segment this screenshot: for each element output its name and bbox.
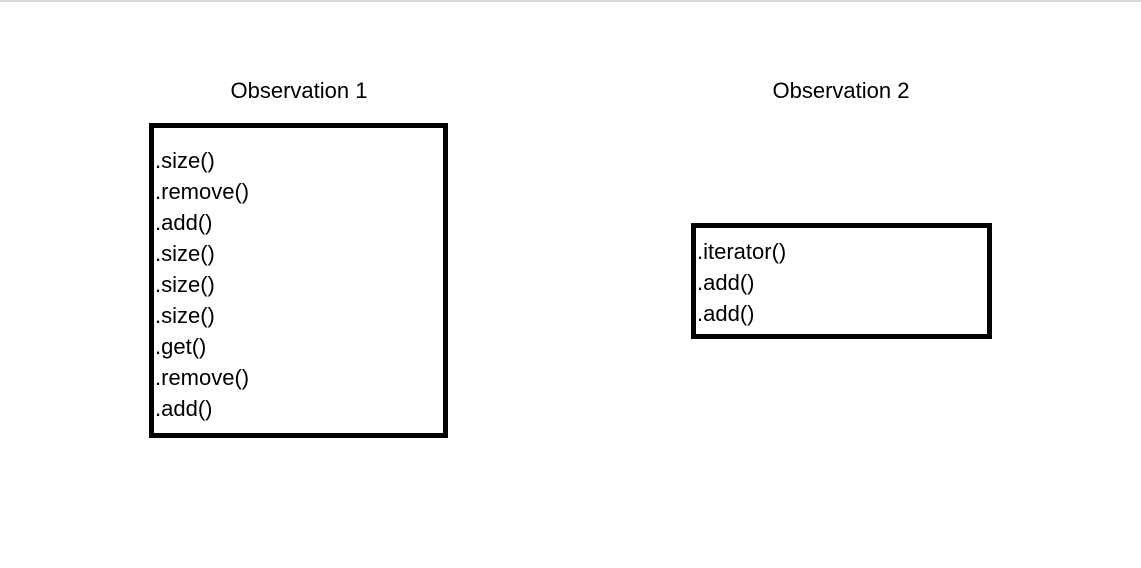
method-call: .size(): [155, 272, 215, 297]
method-call: .add(): [155, 396, 213, 421]
method-call: .add(): [155, 210, 213, 235]
observation-1-box: .size() .remove() .add() .size() .size()…: [149, 123, 448, 438]
top-border-line: [0, 0, 1141, 2]
observation-1-title: Observation 1: [230, 78, 368, 103]
observation-2-title: Observation 2: [772, 78, 910, 103]
method-call: .add(): [697, 270, 755, 295]
method-call: .size(): [155, 241, 215, 266]
method-call: .iterator(): [697, 239, 787, 264]
method-call: .remove(): [155, 179, 250, 204]
method-call: .add(): [697, 301, 755, 326]
observation-2-box: .iterator() .add() .add(): [691, 223, 992, 339]
method-call: .size(): [155, 303, 215, 328]
method-call: .remove(): [155, 365, 250, 390]
method-call: .size(): [155, 148, 215, 173]
method-call: .get(): [155, 334, 207, 359]
